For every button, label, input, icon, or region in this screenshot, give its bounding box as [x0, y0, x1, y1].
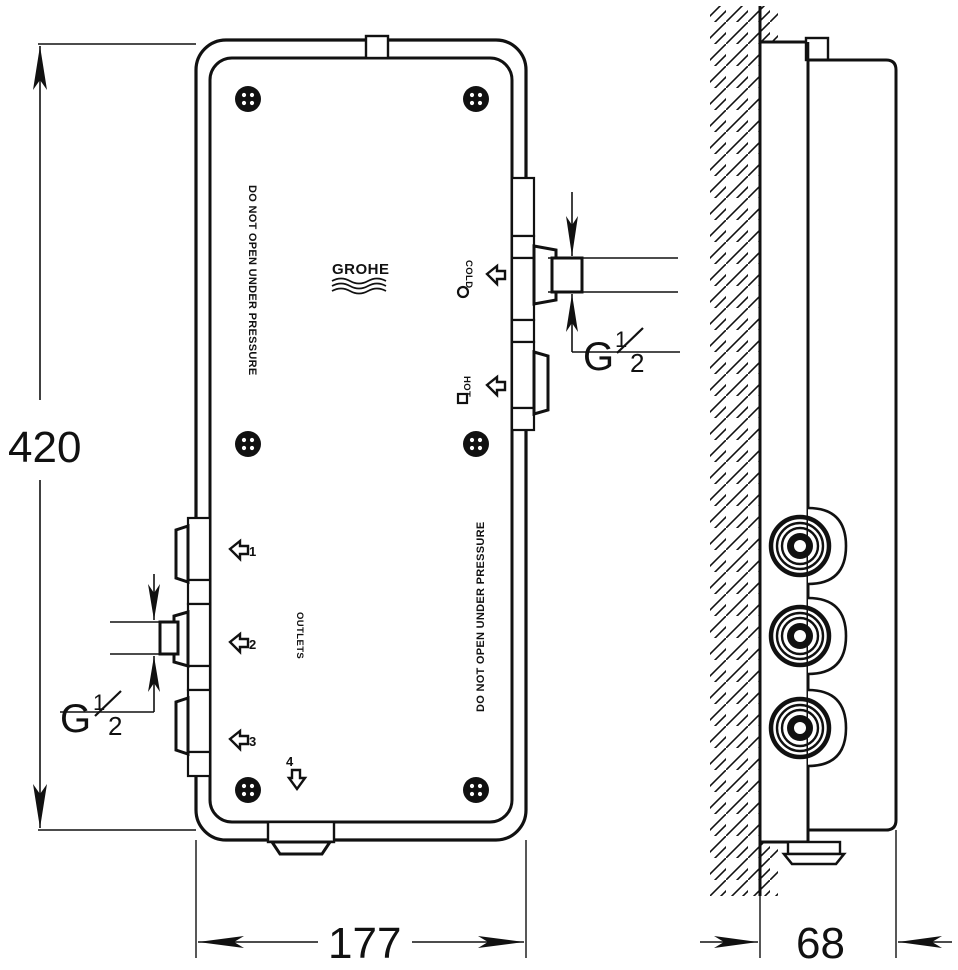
bottom-spout: [269, 840, 333, 856]
inlet-arrow-top: [566, 216, 578, 256]
right-rail-seg-4: [510, 318, 536, 344]
left-rail-seg-1: [186, 516, 212, 582]
left-rail-seg-2: [186, 578, 212, 606]
left-rail-seg-5: [186, 688, 212, 754]
cold-label: COLD: [463, 260, 474, 289]
screw-hole-mid-right: [463, 431, 489, 457]
grohe-logo-text: GROHE: [332, 261, 390, 278]
front-inner-plate: [208, 56, 514, 824]
screw-hole-mid-left: [235, 431, 261, 457]
left-rail-seg-3: [186, 602, 212, 668]
dimension-width-177: 177: [195, 840, 527, 968]
hot-arrow-icon: [485, 374, 507, 398]
outlet-3-marker: 3: [228, 728, 256, 752]
outlet-4-marker: 4: [286, 754, 308, 792]
screw-holes: [235, 86, 489, 803]
cold-label-group: COLD: [456, 260, 507, 299]
outlet-frac-slash: [94, 690, 122, 717]
outlet-1-flange: [174, 523, 190, 585]
warning-text-right: DO NOT OPEN UNDER PRESSURE: [475, 521, 487, 712]
outlet-4-arrow-icon: [286, 768, 308, 792]
left-rail-seg-6: [186, 750, 212, 778]
side-bottom-stub: [786, 840, 842, 856]
outlet-thread-denominator: 2: [108, 711, 122, 741]
depth-arrow-left: [714, 936, 758, 948]
cold-arrow-icon: [485, 263, 507, 287]
dimension-height-value: 420: [8, 423, 81, 472]
dimension-thread-inlet: G 1 2: [548, 192, 680, 379]
hot-label-group: HOT: [456, 374, 507, 405]
left-outlet-rail: [158, 516, 212, 778]
screw-hole-bottom-right: [463, 777, 489, 803]
cold-circle-marker: [456, 285, 470, 299]
hot-label: HOT: [461, 376, 472, 397]
outlet-thread-letter: G: [60, 697, 91, 741]
dimension-thread-outlet: G 1 2: [60, 574, 178, 741]
side-port-3: [768, 688, 848, 768]
arrowhead-bottom: [33, 784, 47, 828]
grohe-wave-2: [331, 282, 387, 290]
outlet-2-number: 2: [249, 637, 256, 652]
outlet-3-arrow-icon: [228, 728, 250, 752]
dimension-width-value: 177: [328, 919, 401, 968]
outlet-arrow-bottom: [148, 656, 160, 692]
side-port-1: [768, 506, 848, 586]
width-arrow-right: [478, 936, 524, 948]
top-tab-notch: [364, 34, 390, 60]
left-rail-seg-4: [186, 664, 212, 692]
side-port-2: [768, 596, 848, 676]
screw-hole-top-left: [235, 86, 261, 112]
dimension-depth-68: 68: [700, 830, 952, 968]
screw-hole-top-right: [463, 86, 489, 112]
screw-hole-bottom-left: [235, 777, 261, 803]
inlet-arrow-bottom: [566, 294, 578, 332]
outlet-3-flange: [174, 695, 190, 757]
dimension-height-420: 420: [8, 43, 196, 831]
outlets-label: OUTLETS: [294, 612, 305, 659]
hot-square-marker: [456, 392, 469, 405]
grohe-wave-1: [331, 277, 387, 285]
right-rail-seg-5: [510, 340, 536, 410]
arrowhead-top: [33, 46, 47, 90]
outlet-2-marker: 2: [228, 631, 256, 655]
outlet-3-number: 3: [249, 734, 256, 749]
cold-inlet-port: [550, 256, 584, 294]
outlet-2-port: [158, 620, 180, 656]
dimension-depth-value: 68: [796, 919, 845, 968]
right-rail-seg-6: [510, 406, 536, 432]
right-rail-seg-1: [510, 176, 536, 238]
warning-text-left: DO NOT OPEN UNDER PRESSURE: [246, 185, 258, 376]
side-bottom-spout: [781, 852, 847, 866]
right-rail-seg-3: [510, 256, 536, 322]
width-arrow-left: [198, 936, 244, 948]
grohe-wave-3: [331, 287, 387, 295]
right-rail-seg-2: [510, 234, 536, 260]
outlet-4-number: 4: [286, 754, 294, 769]
inlet-thread-denominator: 2: [630, 348, 644, 378]
inlet-frac-slash: [616, 327, 644, 354]
grohe-logo: GROHE: [331, 261, 390, 295]
inlet-thread-letter: G: [583, 335, 614, 379]
outlet-1-arrow-icon: [228, 538, 250, 562]
outlet-arrow-top: [148, 584, 160, 620]
hot-inlet-flange: [532, 350, 550, 416]
depth-arrow-right: [898, 936, 942, 948]
outlet-1-number: 1: [249, 544, 256, 559]
outlet-2-arrow-icon: [228, 631, 250, 655]
side-section-view: [710, 6, 898, 896]
front-view: GROHE DO NOT OPEN UNDER PRESSURE DO NOT …: [158, 34, 584, 856]
outlet-1-marker: 1: [228, 538, 256, 562]
right-connector-rail: [510, 176, 584, 432]
bottom-stub: [266, 820, 336, 844]
